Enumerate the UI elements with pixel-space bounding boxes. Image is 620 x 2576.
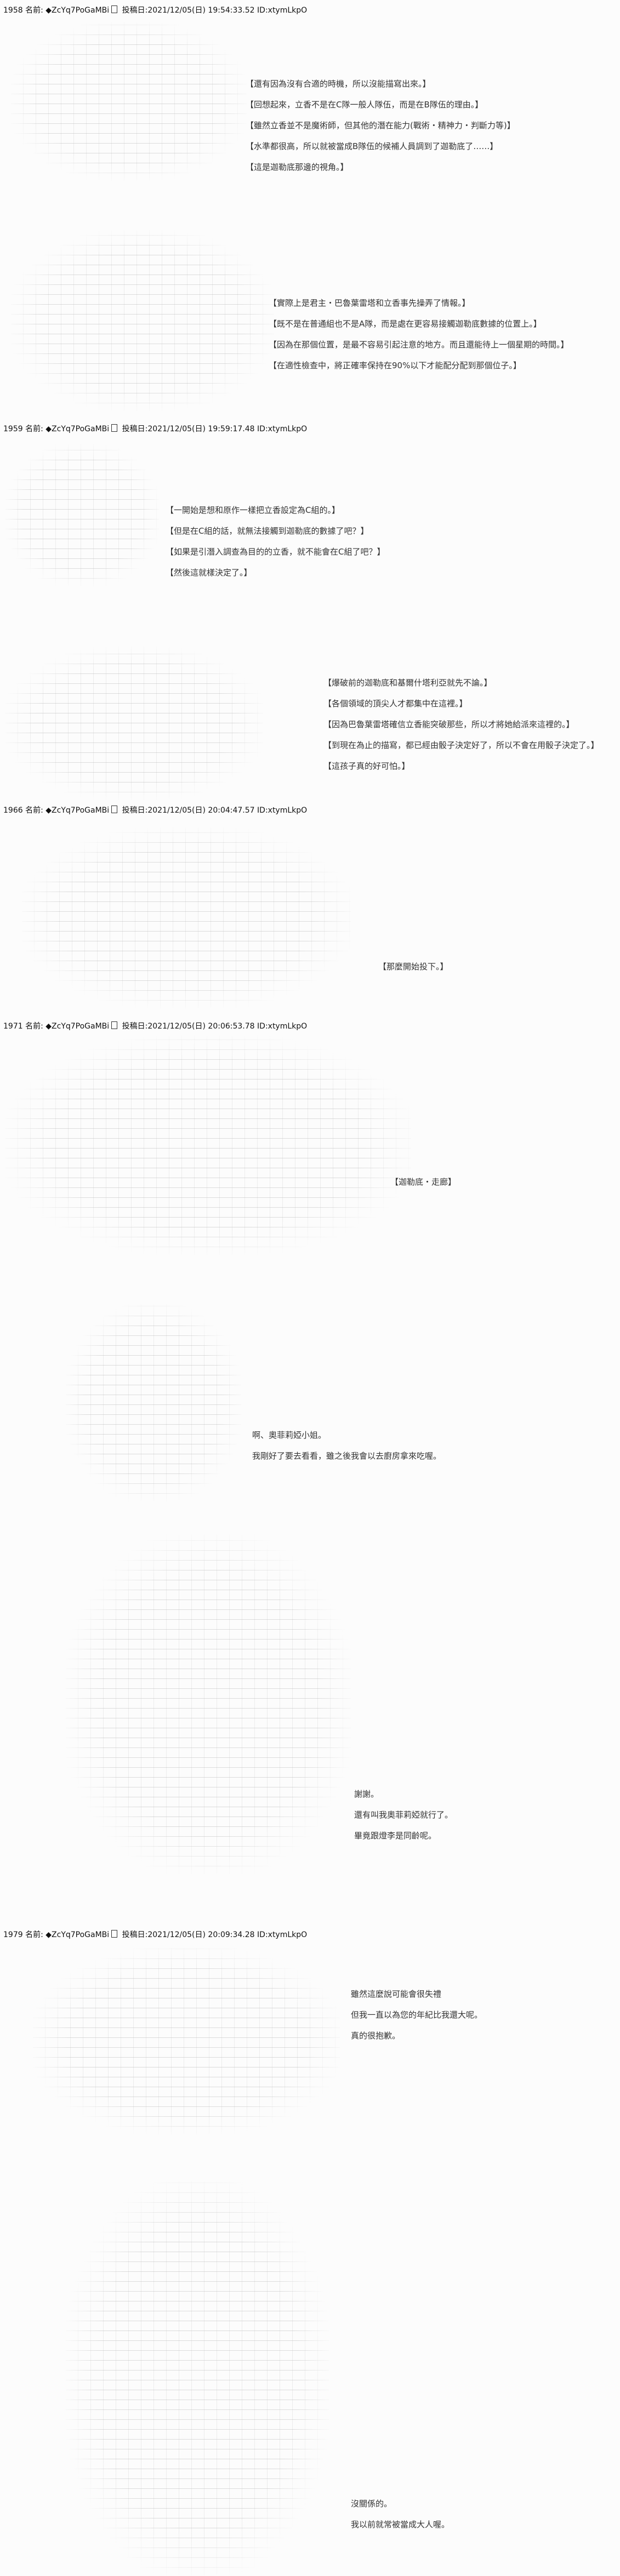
dialogue-line: 畢竟跟燈李是同齡呢。	[354, 1831, 437, 1841]
missing-glyph-icon	[111, 5, 118, 13]
narration-line: 【這孩子真的好可怕。】	[323, 761, 410, 771]
dialogue-line: 但我一直以為您的年紀比我還大呢。	[351, 2010, 483, 2020]
name-label: 名前:	[25, 1930, 43, 1939]
name-label: 名前:	[25, 425, 43, 433]
narration-block: 【一開始是想和原作一樣把立香設定為C組的。】 【但是在C組的話，就無法接觸到迦勒…	[166, 500, 385, 583]
narration-line: 【回想起來，立香不是在C隊一般人隊伍，而是在B隊伍的理由。】	[246, 100, 484, 110]
post-header-1958: 1958 名前: ◆ZcYq7PoGaMBi 投稿日:2021/12/05(日)…	[3, 4, 307, 15]
narration-line: 【那麼開始投下。】	[378, 962, 448, 972]
post-number: 1958	[3, 6, 23, 15]
post-number: 1966	[3, 806, 23, 815]
narration-line: 【各個領域的頂尖人才都集中在這裡。】	[323, 699, 468, 709]
narration-block: 【爆破前的迦勒底和基爾什塔利亞就先不論。】 【各個領域的頂尖人才都集中在這裡。】…	[323, 672, 599, 776]
dialogue-line: 啊、奧菲莉婭小姐。	[252, 1430, 327, 1440]
post-header-1959: 1959 名前: ◆ZcYq7PoGaMBi 投稿日:2021/12/05(日)…	[3, 423, 307, 434]
dialogue-line: 真的很抱歉。	[351, 2031, 401, 2041]
dialogue-line: 沒關係的。	[351, 2499, 393, 2509]
narration-line: 【這是迦勒底那邊的視角。】	[246, 162, 349, 172]
trip-code[interactable]: ◆ZcYq7PoGaMBi	[45, 1022, 110, 1031]
location-caption: 【迦勒底・走廊】	[390, 1172, 456, 1192]
date-label: 投稿日:	[122, 6, 148, 15]
ascii-art-character	[5, 444, 159, 586]
ascii-art-character	[66, 1534, 351, 1874]
ascii-art-character	[66, 1304, 241, 1501]
narration-line: 【在適性檢查中，將正確率保持在90%以下才能配分配到那個位子。】	[269, 361, 521, 370]
narration-line: 【但是在C組的話，就無法接觸到迦勒底的數據了吧？】	[166, 526, 369, 536]
name-label: 名前:	[25, 806, 43, 815]
post-header-1979: 1979 名前: ◆ZcYq7PoGaMBi 投稿日:2021/12/05(日)…	[3, 1929, 307, 1940]
narration-line: 【既不是在普通組也不是A隊，而是處在更容易接觸迦勒底數據的位置上。】	[269, 319, 542, 329]
ascii-art-character	[11, 22, 247, 181]
narration-line: 【因為巴魯葉雷塔確信立香能突破那些，所以才將她給派來這裡的。】	[323, 719, 575, 729]
narration-line: 【實際上是君主・巴魯葉雷塔和立香事先操弄了情報。】	[269, 298, 470, 308]
poster-id: ID:xtymLkpO	[257, 425, 308, 433]
trip-code[interactable]: ◆ZcYq7PoGaMBi	[45, 425, 110, 433]
ascii-art-corridor	[5, 1036, 411, 1255]
narration-line: 【迦勒底・走廊】	[390, 1177, 457, 1187]
poster-id: ID:xtymLkpO	[257, 1930, 308, 1939]
post-number: 1979	[3, 1930, 23, 1939]
narration-line: 【到現在為止的描寫，都已經由骰子決定好了，所以不會在用骰子決定了。】	[323, 740, 599, 750]
narration-line: 【雖然立香並不是魔術師，但其他的潛在能力(戰術・精神力・判斷力等)】	[246, 121, 515, 130]
post-datetime: 2021/12/05(日) 19:59:17.48	[147, 425, 255, 433]
narration-line: 【一開始是想和原作一樣把立香設定為C組的。】	[166, 505, 340, 515]
narration-block: 【還有因為沒有合適的時機，所以沒能描寫出來。】 【回想起來，立香不是在C隊一般人…	[246, 73, 515, 178]
post-header-1971: 1971 名前: ◆ZcYq7PoGaMBi 投稿日:2021/12/05(日)…	[3, 1020, 307, 1031]
trip-code[interactable]: ◆ZcYq7PoGaMBi	[45, 6, 110, 15]
name-label: 名前:	[25, 6, 43, 15]
post-datetime: 2021/12/05(日) 20:04:47.57	[147, 806, 255, 815]
trip-code[interactable]: ◆ZcYq7PoGaMBi	[45, 806, 110, 815]
narration-line: 【爆破前的迦勒底和基爾什塔利亞就先不論。】	[323, 678, 492, 688]
missing-glyph-icon	[111, 424, 118, 432]
narration-line: 【如果是引潛入調查為目的的立香，就不能會在C組了吧？】	[166, 547, 385, 557]
ascii-art-character	[66, 2181, 329, 2575]
post-header-1966: 1966 名前: ◆ZcYq7PoGaMBi 投稿日:2021/12/05(日)…	[3, 804, 307, 815]
dialogue-line: 我剛好了要去看看，雖之後我會以去廚房拿來吃喔。	[252, 1451, 442, 1461]
ascii-art-character	[33, 1948, 340, 2134]
missing-glyph-icon	[111, 1021, 118, 1029]
dialogue-line: 還有叫我奧菲莉婭就行了。	[354, 1810, 453, 1820]
missing-glyph-icon	[111, 806, 118, 813]
dialogue-line: 我以前就常被當成大人喔。	[351, 2520, 450, 2529]
dialogue-line: 雖然這麼說可能會很失禮	[351, 1989, 442, 1999]
date-label: 投稿日:	[122, 1930, 148, 1939]
poster-id: ID:xtymLkpO	[257, 6, 308, 15]
dialogue-block: 謝謝。 還有叫我奧菲莉婭就行了。 畢竟跟燈李是同齡呢。	[354, 1784, 453, 1846]
ascii-art-character	[11, 230, 274, 411]
dialogue-block: 沒關係的。 我以前就常被當成大人喔。	[351, 2493, 450, 2535]
post-datetime: 2021/12/05(日) 19:54:33.52	[147, 6, 255, 15]
narration-line: 【水準都很高，所以就被當成B隊伍的候補人員調到了迦勒底了……】	[246, 141, 498, 151]
date-label: 投稿日:	[122, 1022, 148, 1031]
dialogue-line: 謝謝。	[354, 1789, 379, 1799]
missing-glyph-icon	[111, 1930, 118, 1938]
narration-line: 【然後這就樣決定了。】	[166, 568, 252, 578]
narration-line: 【還有因為沒有合適的時機，所以沒能描寫出來。】	[246, 79, 431, 89]
post-number: 1971	[3, 1022, 23, 1031]
date-label: 投稿日:	[122, 425, 148, 433]
trip-code[interactable]: ◆ZcYq7PoGaMBi	[45, 1930, 110, 1939]
dialogue-block: 雖然這麼說可能會很失禮 但我一直以為您的年紀比我還大呢。 真的很抱歉。	[351, 1984, 482, 2046]
post-datetime: 2021/12/05(日) 20:09:34.28	[147, 1930, 255, 1939]
narration-block: 【那麼開始投下。】	[378, 956, 448, 977]
post-number: 1959	[3, 425, 23, 433]
narration-block: 【實際上是君主・巴魯葉雷塔和立香事先操弄了情報。】 【既不是在普通組也不是A隊，…	[269, 293, 569, 376]
narration-line: 【因為在那個位置，是最不容易引起注意的地方。而且還能待上一個星期的時間。】	[269, 340, 569, 350]
post-datetime: 2021/12/05(日) 20:06:53.78	[147, 1022, 255, 1031]
ascii-art-scene	[22, 827, 351, 1008]
name-label: 名前:	[25, 1022, 43, 1031]
dialogue-block: 啊、奧菲莉婭小姐。 我剛好了要去看看，雖之後我會以去廚房拿來吃喔。	[252, 1425, 441, 1466]
poster-id: ID:xtymLkpO	[257, 806, 308, 815]
ascii-art-character	[5, 647, 263, 800]
poster-id: ID:xtymLkpO	[257, 1022, 308, 1031]
date-label: 投稿日:	[122, 806, 148, 815]
